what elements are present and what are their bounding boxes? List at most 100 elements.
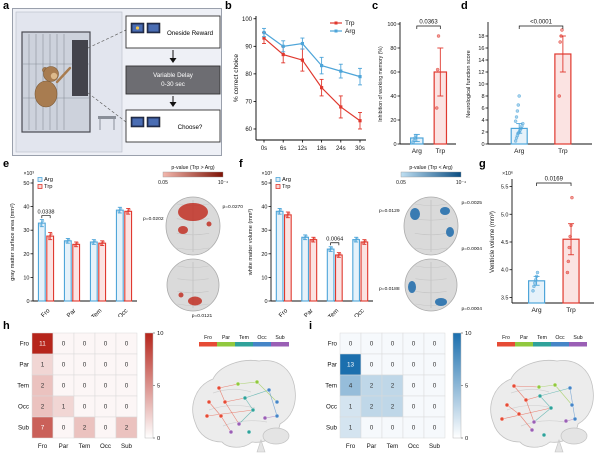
svg-text:gray matter surface area (mm²): gray matter surface area (mm²) <box>10 203 16 281</box>
svg-text:0.0169: 0.0169 <box>545 177 564 183</box>
svg-text:0: 0 <box>125 341 129 348</box>
svg-text:2: 2 <box>41 383 45 390</box>
svg-text:50: 50 <box>261 181 267 187</box>
svg-text:Sub: Sub <box>121 443 133 450</box>
choose-screens-icon <box>130 116 161 128</box>
svg-text:0: 0 <box>125 404 129 411</box>
svg-text:0: 0 <box>157 436 160 442</box>
svg-text:100: 100 <box>387 22 396 28</box>
svg-text:Trp: Trp <box>558 148 568 155</box>
svg-text:5.5: 5.5 <box>501 185 509 191</box>
svg-text:11: 11 <box>39 341 46 348</box>
svg-text:Sub: Sub <box>573 335 582 341</box>
svg-text:p=0.0004: p=0.0004 <box>461 246 482 252</box>
svg-text:0: 0 <box>83 362 87 369</box>
svg-text:Occ: Occ <box>555 335 565 341</box>
svg-text:20: 20 <box>261 252 267 258</box>
svg-text:p=0.0121: p=0.0121 <box>192 313 213 319</box>
svg-text:p=0.0025: p=0.0025 <box>461 200 482 206</box>
svg-text:4.5: 4.5 <box>501 240 509 246</box>
svg-text:0: 0 <box>391 362 395 369</box>
svg-text:Fro: Fro <box>502 335 510 341</box>
svg-text:16: 16 <box>478 46 484 52</box>
svg-text:10: 10 <box>465 331 471 337</box>
stool <box>98 116 116 130</box>
svg-text:60: 60 <box>390 70 396 76</box>
panel-letter-c: c <box>372 0 379 12</box>
svg-text:0: 0 <box>62 362 66 369</box>
svg-text:0: 0 <box>104 362 108 369</box>
svg-text:p=0.0188: p=0.0188 <box>379 286 400 292</box>
svg-text:90: 90 <box>245 44 252 50</box>
svg-text:Fro: Fro <box>38 443 48 450</box>
svg-text:Occ: Occ <box>408 443 419 450</box>
svg-text:2: 2 <box>41 404 45 411</box>
svg-text:Par: Par <box>327 362 337 369</box>
svg-text:<0.0001: <0.0001 <box>530 20 553 26</box>
svg-text:0: 0 <box>104 404 108 411</box>
svg-text:0: 0 <box>433 341 437 348</box>
svg-text:Occ: Occ <box>257 335 267 341</box>
svg-text:5: 5 <box>465 384 468 390</box>
reward-label: Oneside Reward <box>167 30 214 37</box>
svg-text:4: 4 <box>481 118 484 124</box>
svg-text:Fro: Fro <box>40 307 52 317</box>
task-step-reward: Oneside Reward <box>125 15 221 49</box>
svg-text:80: 80 <box>390 46 396 52</box>
svg-text:p=0.0129: p=0.0129 <box>379 208 400 214</box>
svg-text:0: 0 <box>412 404 416 411</box>
svg-text:0: 0 <box>412 341 416 348</box>
svg-text:Fro: Fro <box>20 341 30 348</box>
svg-text:Fro: Fro <box>204 335 212 341</box>
svg-text:2: 2 <box>370 404 374 411</box>
svg-text:0s: 0s <box>261 146 267 152</box>
svg-text:Par: Par <box>19 362 29 369</box>
svg-text:0.05: 0.05 <box>158 180 168 186</box>
leader-line-top <box>87 29 127 49</box>
svg-text:Trp: Trp <box>345 20 355 27</box>
svg-text:60: 60 <box>245 127 252 133</box>
svg-text:Sub: Sub <box>275 335 284 341</box>
svg-text:80: 80 <box>245 72 252 78</box>
svg-text:0: 0 <box>391 341 395 348</box>
svg-text:0: 0 <box>104 383 108 390</box>
svg-text:40: 40 <box>261 205 267 211</box>
svg-text:p=0.0004: p=0.0004 <box>461 306 482 312</box>
svg-text:0.0363: 0.0363 <box>419 20 438 26</box>
svg-text:6s: 6s <box>280 146 286 152</box>
svg-text:10⁻⁴: 10⁻⁴ <box>456 180 466 186</box>
svg-text:2: 2 <box>391 383 395 390</box>
panel-letter-d: d <box>461 0 468 12</box>
svg-text:10: 10 <box>261 275 267 281</box>
svg-text:Fro: Fro <box>346 443 356 450</box>
choose-label: Choose? <box>178 124 203 131</box>
svg-text:Tem: Tem <box>537 335 547 341</box>
monkey-illustration <box>34 66 72 108</box>
svg-text:Tem: Tem <box>325 383 337 390</box>
svg-text:13: 13 <box>347 362 355 369</box>
svg-text:p=0.0202: p=0.0202 <box>143 216 164 222</box>
svg-text:0: 0 <box>481 142 484 148</box>
svg-text:0: 0 <box>83 404 87 411</box>
svg-text:Ventricle volume (mm³): Ventricle volume (mm³) <box>490 211 496 273</box>
svg-text:0: 0 <box>393 142 396 148</box>
svg-text:Par: Par <box>520 335 528 341</box>
svg-text:4: 4 <box>349 383 353 390</box>
svg-text:10: 10 <box>23 275 29 281</box>
svg-text:40: 40 <box>390 94 396 100</box>
svg-text:% correct choice: % correct choice <box>233 54 240 102</box>
svg-text:Arg: Arg <box>532 307 543 314</box>
svg-text:0: 0 <box>125 383 129 390</box>
svg-text:0: 0 <box>433 404 437 411</box>
